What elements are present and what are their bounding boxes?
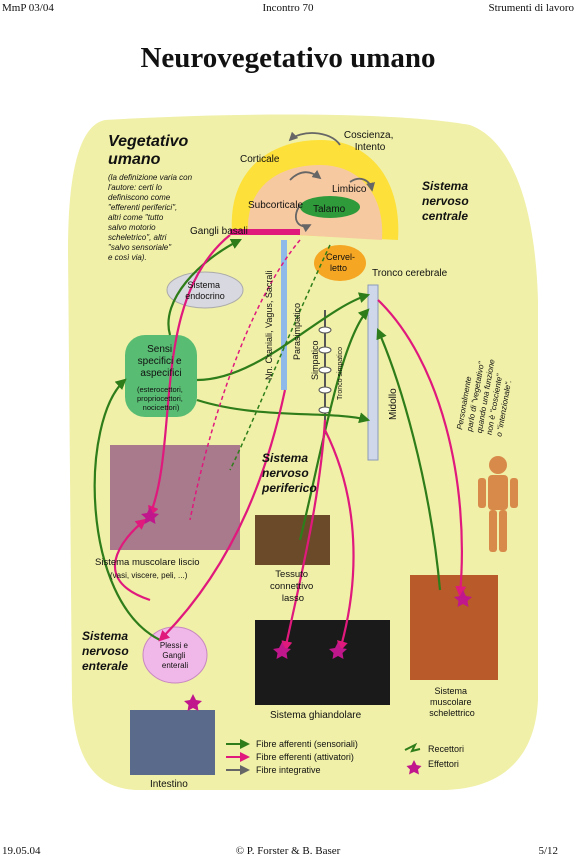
endocrino-label: Sistema endocrino — [185, 280, 225, 301]
snp-label: Sistema nervoso periferico — [261, 451, 317, 495]
ghiandolare-label: Sistema ghiandolare — [270, 710, 362, 721]
header-right: Strumenti di lavoro — [488, 2, 574, 14]
vegetativo-title: Vegetativo umano — [108, 133, 193, 168]
cervelletto-label: Cervel- letto — [326, 252, 358, 273]
legend-efferenti: Fibre efferenti (attivatori) — [256, 752, 354, 762]
liscio-label: Sistema muscolare liscio — [95, 557, 200, 568]
header-center: Incontro 70 — [262, 2, 314, 14]
scheletrico-label: Sistema muscolare schelettrico — [429, 686, 475, 718]
endocrino-cloud — [166, 271, 244, 309]
legend-integrative: Fibre integrative — [256, 765, 321, 775]
sensi-box — [125, 335, 197, 417]
limbico-label: Limbico — [332, 184, 367, 195]
tronco-label: Tronco cerebrale — [372, 268, 448, 279]
parasimpatico-bar — [281, 240, 287, 390]
afferent-fibers — [93, 239, 442, 641]
intestino-label: Intestino — [150, 779, 188, 790]
tessuto-label: Tessuto connettivo lasso — [270, 569, 316, 604]
sne-label: Sistema nervoso enterale — [82, 629, 132, 673]
intestino-image — [130, 710, 215, 775]
dashed-fibers — [189, 239, 331, 521]
vegetativo-note: (la definizione varia con l'autore: cert… — [108, 173, 194, 262]
effettori-stars — [141, 507, 472, 711]
integrative-fibers — [288, 131, 375, 233]
midollo-label: Midollo — [388, 388, 399, 420]
talamo-label: Talamo — [313, 204, 346, 215]
sensi-sub-label: (esterocettori, propriocettori, nocicett… — [137, 385, 185, 412]
midollo-shape — [367, 284, 379, 461]
ghiandolare-image — [255, 620, 390, 705]
footer-left: 19.05.04 — [2, 845, 41, 857]
sensi-label: Sensi specifici e aspecifici — [138, 344, 185, 379]
tessuto-image — [255, 515, 330, 565]
recettori-icon — [404, 742, 421, 753]
snc-label: Sistema nervoso centrale — [422, 179, 472, 223]
nn-craniali-label: Nn. Craniali, Vagus, Sacrali — [264, 271, 274, 380]
header-left: MmP 03/04 — [2, 2, 54, 14]
simpatico-label: Simpatico — [310, 340, 320, 380]
corticale-label: Corticale — [240, 154, 280, 165]
plessi-label: Plessi e Gangli enterali — [160, 641, 190, 670]
parasimpatico-label: Parasimpatico — [292, 303, 302, 360]
gangli-label: Gangli basali — [190, 226, 248, 237]
human-figure — [478, 456, 518, 552]
coscienza-label: Coscienza, Intento — [344, 130, 396, 153]
footer-right: 5/12 — [538, 845, 558, 857]
tronco-simpatico-label: Tronco simpatico — [337, 347, 344, 400]
efferent-fibers — [113, 234, 467, 653]
scheletrico-image — [410, 575, 498, 680]
legend-afferenti: Fibre afferenti (sensoriali) — [256, 739, 358, 749]
subcorticale-label: Subcorticale — [248, 200, 303, 211]
legend: Fibre afferenti (sensoriali) Fibre effer… — [226, 739, 464, 775]
liscio-sub-label: (vasi, viscere, peli, ...) — [110, 571, 188, 580]
legend-recettori: Recettori — [428, 744, 464, 754]
footer-center: © P. Forster & B. Baser — [235, 845, 341, 857]
legend-effettori: Effettori — [428, 759, 459, 769]
effettori-icon — [406, 760, 422, 775]
tronco-simpatico-chain — [318, 310, 332, 430]
talamo-shape — [300, 196, 360, 218]
cervelletto-shape — [314, 245, 366, 281]
page-title: Neurovegetativo umano — [140, 42, 436, 74]
